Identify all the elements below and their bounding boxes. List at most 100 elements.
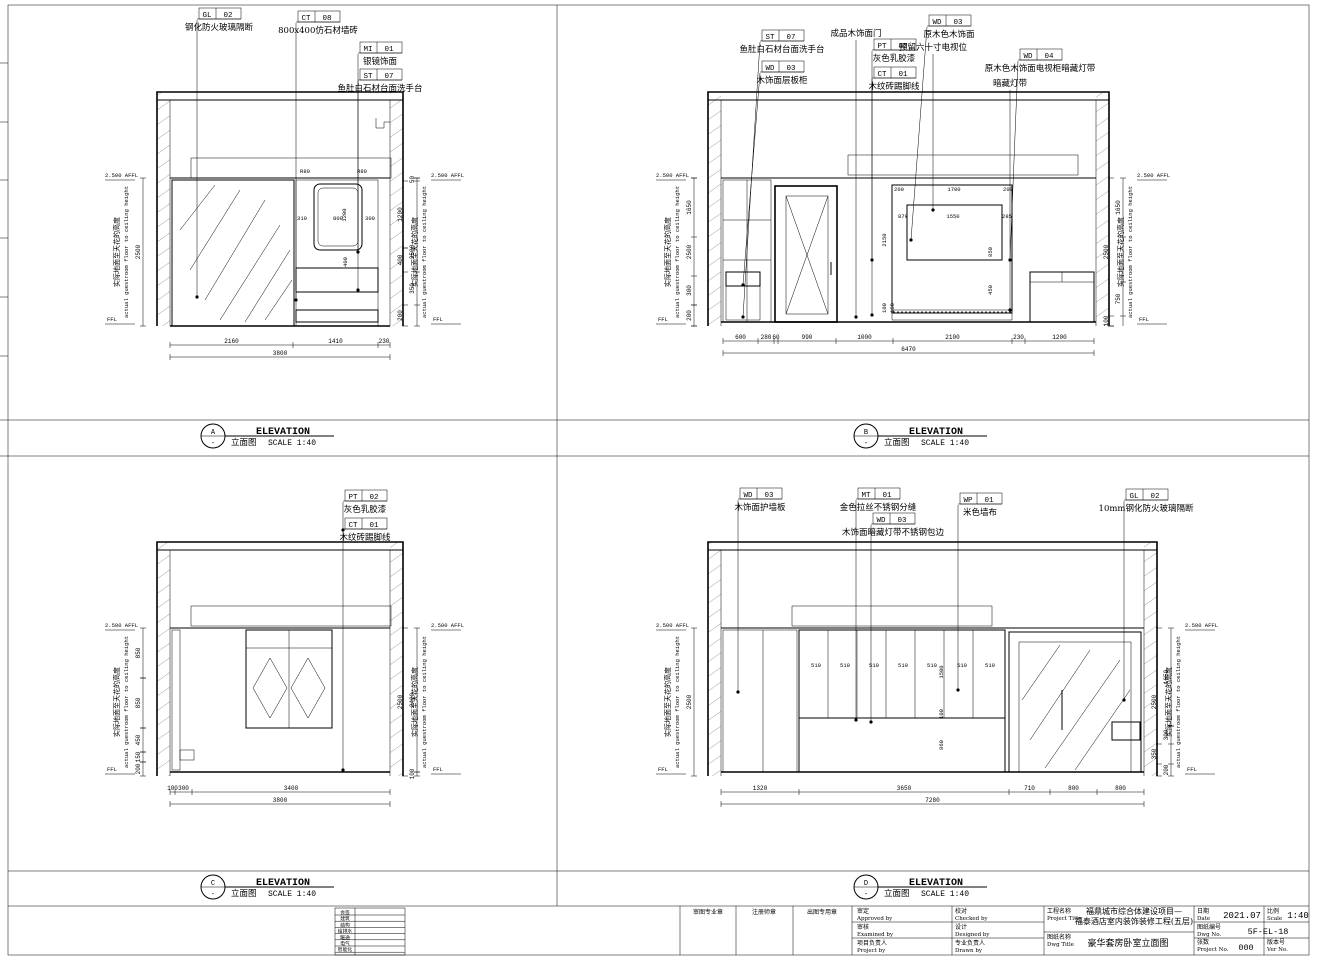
- dimension-inner: 510: [927, 662, 937, 669]
- bath-glass-partition: [1008, 631, 1142, 773]
- level-mark-floor: FFL: [658, 766, 668, 773]
- countersign-row: 给排水: [338, 928, 353, 935]
- level-mark-floor: FFL: [658, 316, 668, 323]
- dimension-bottom: 100: [167, 785, 178, 792]
- tag-number: 01: [384, 46, 394, 54]
- dimension-left: 850: [135, 697, 142, 708]
- side-note-en: actual guestroom floor to ceiling height: [674, 186, 681, 318]
- dimension-right: 2400: [409, 692, 416, 707]
- panel-scale: SCALE 1:40: [921, 439, 969, 448]
- tag-number: 02: [898, 43, 907, 51]
- material-tag: 暗藏灯带: [993, 78, 1028, 89]
- tag-number: 02: [369, 494, 378, 502]
- version-label-en: Ver No.: [1266, 947, 1288, 953]
- tag-number: 04: [1044, 53, 1054, 61]
- approved-label-en: Approved by: [856, 916, 893, 922]
- level-mark-floor: FFL: [1187, 766, 1197, 773]
- panel-title-en: ELEVATION: [909, 427, 963, 438]
- dimension-bottom: 990: [802, 334, 813, 341]
- tag-code: CT: [301, 15, 311, 23]
- leader-dot: [854, 718, 858, 722]
- leader-dot: [341, 768, 345, 772]
- project-title-label-en: Project Title: [1047, 916, 1081, 922]
- dimension-bottom: 800: [1115, 785, 1126, 792]
- tag-code: ST: [765, 34, 775, 42]
- drawn-by-label-en: Drawn by: [955, 948, 983, 954]
- mirror: [313, 183, 363, 251]
- tag-description: 木饰面护墙板: [734, 502, 786, 513]
- dimension-right: 400: [397, 254, 404, 265]
- side-note-cn: 实际地面至天花的高度: [112, 217, 121, 287]
- side-note-en: actual guestroom floor to ceiling height: [421, 186, 428, 318]
- side-note-cn: 实际地面至天花的高度: [663, 667, 672, 737]
- side-note-cn: 实际地面至天花的高度: [1164, 667, 1173, 737]
- drawing-name: 豪华套房卧室立面图: [1087, 937, 1168, 949]
- side-note-en: actual guestroom floor to ceiling height: [123, 636, 130, 768]
- dimension-inner: 1550: [946, 213, 959, 220]
- project-by-label: 项目负责人: [857, 939, 887, 947]
- drawing-number-value: 5F-EL-18: [1248, 927, 1289, 937]
- date-label-en: Date: [1197, 916, 1210, 922]
- sheet-border: [7, 4, 1310, 956]
- tag-code: WD: [765, 65, 775, 73]
- tag-code: MT: [861, 492, 871, 500]
- dimension-inner: R80: [300, 168, 310, 175]
- leader-dot: [931, 208, 935, 212]
- tag-code: ST: [363, 73, 373, 81]
- dimension-right: 100: [1103, 315, 1110, 326]
- project-name-line2: 福泰酒店室内装饰装修工程(五层): [1075, 916, 1193, 926]
- callout-sheet: -: [211, 891, 215, 899]
- dimension-right: 300: [1163, 729, 1170, 740]
- scale-label-en: Scale: [1267, 916, 1282, 922]
- drawing-title-label: 图纸名称: [1047, 933, 1071, 941]
- dimension-inner: 510: [898, 662, 908, 669]
- callout-sheet: -: [211, 440, 215, 448]
- side-note-cn: 实际地面至天花的高度: [1116, 217, 1125, 287]
- dimension-inner: R80: [357, 168, 367, 175]
- tag-number: 01: [369, 522, 379, 530]
- side-note-cn: 实际地面至天花的高度: [410, 667, 419, 737]
- version-label: 版本号: [1267, 938, 1285, 946]
- dimension-left: 450: [135, 734, 142, 745]
- leader-dot: [1122, 698, 1126, 702]
- dimension-bottom: 1410: [328, 338, 343, 345]
- drawn-by-label: 专业负责人: [955, 939, 985, 947]
- level-mark-floor: FFL: [433, 316, 443, 323]
- dimension-inner: 310: [297, 215, 307, 222]
- leader-dot: [195, 295, 199, 299]
- dimension-right: 1650: [1115, 200, 1122, 215]
- dimension-bottom: 230: [379, 338, 390, 345]
- dimension-total: 3800: [273, 350, 288, 357]
- dimension-bottom: 230: [1013, 334, 1024, 341]
- project-number-value: 000: [1238, 943, 1253, 953]
- project-by-label-en: Project by: [857, 948, 886, 954]
- tag-description: 灰色乳胶漆: [873, 53, 916, 64]
- wood-wall-panel: [722, 629, 798, 773]
- tag-description: 鱼肚白石材台面洗手台: [337, 83, 422, 94]
- examined-label: 审核: [857, 923, 869, 931]
- elevation-panel-c: [156, 541, 404, 776]
- dimension-inner: 1700: [947, 186, 960, 193]
- dimension-bottom: 1320: [753, 785, 768, 792]
- tv-reserved-area: [906, 204, 1003, 261]
- headboard-fabric: [798, 629, 1006, 719]
- tag-number: 01: [882, 492, 892, 500]
- tag-description: 银镜饰面: [363, 56, 398, 67]
- side-note-en: actual guestroom floor to ceiling height: [1127, 186, 1134, 318]
- countersign-row: 暖通: [340, 934, 350, 941]
- tag-code: WD: [932, 19, 942, 27]
- tag-description: 金色拉丝不锈钢分缝: [840, 502, 917, 513]
- dimension-left: 200: [135, 763, 142, 774]
- dimension-left: 1650: [686, 200, 693, 215]
- panel-title-cn: 立面图: [231, 437, 257, 448]
- dimension-right: 1200: [397, 207, 404, 222]
- tag-description: 米色墙布: [963, 507, 997, 518]
- level-mark-top: 2.500 AFFL: [431, 622, 464, 629]
